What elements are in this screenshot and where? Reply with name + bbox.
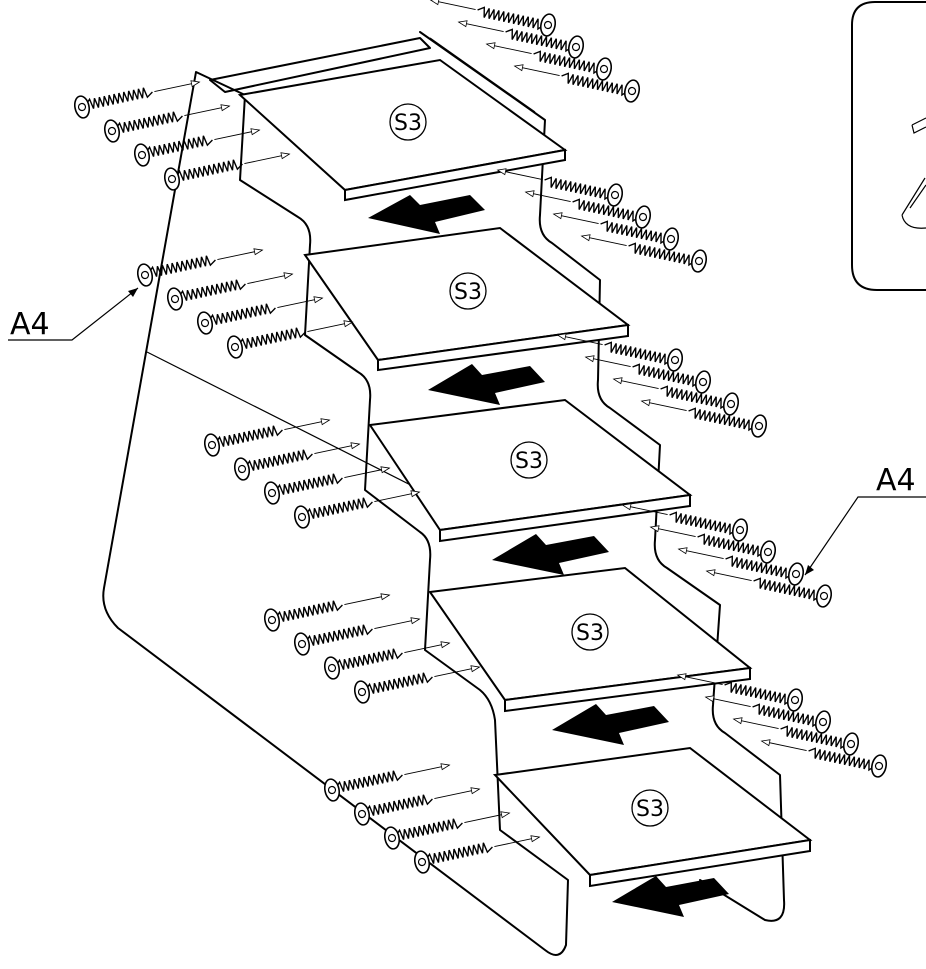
screw-right-18 (704, 695, 832, 734)
screw-right-13 (621, 503, 749, 542)
shelf-label-3: S3 (510, 441, 548, 479)
shelf-label-2: S3 (449, 272, 487, 310)
left-screw-group (73, 80, 541, 874)
screw-left-19 (383, 811, 511, 850)
screw-left-10 (233, 442, 361, 481)
screw-left-12 (293, 490, 421, 529)
callout-a4-right-text: A4 (876, 463, 916, 498)
screw-left-11 (263, 466, 391, 505)
svg-text:S3: S3 (394, 111, 422, 136)
screw-right-9 (556, 333, 684, 372)
left-side-panel (102, 71, 569, 956)
screw-right-15 (677, 547, 805, 586)
callout-a4-left: A4 (8, 287, 139, 342)
shelf-label-1: S3 (389, 103, 427, 141)
screw-right-3 (485, 42, 613, 81)
screw-left-4 (163, 152, 291, 191)
screw-left-14 (293, 617, 421, 656)
screw-right-7 (552, 212, 680, 251)
shelf-label-5: S3 (631, 789, 669, 827)
detail-inset (851, 1, 926, 291)
right-side-panel (419, 31, 786, 922)
shelf-label-4: S3 (571, 613, 609, 651)
screw-left-7 (196, 296, 324, 335)
screw-right-4 (513, 64, 641, 103)
svg-text:S3: S3 (454, 280, 482, 305)
insert-arrow-4 (552, 704, 669, 745)
screw-right-8 (580, 234, 708, 273)
screw-right-5 (496, 168, 624, 207)
detail-bracket-icon (901, 177, 926, 229)
svg-text:S3: S3 (636, 797, 664, 822)
svg-text:S3: S3 (515, 449, 543, 474)
back-rail (209, 37, 431, 93)
screw-right-2 (457, 20, 585, 59)
screw-left-5 (136, 248, 264, 287)
screw-left-1 (73, 80, 201, 119)
screw-left-15 (323, 641, 451, 680)
screw-right-19 (732, 717, 860, 756)
screw-left-2 (103, 104, 231, 143)
callout-a4-right: A4 (804, 463, 926, 576)
screw-right-17 (676, 673, 804, 712)
screw-left-13 (263, 593, 391, 632)
insert-arrow-3 (492, 534, 609, 575)
svg-text:S3: S3 (576, 621, 604, 646)
callout-a4-left-text: A4 (10, 307, 50, 342)
screw-left-9 (203, 418, 331, 457)
screw-left-8 (226, 320, 354, 359)
screw-right-20 (760, 739, 888, 778)
insert-arrow-1 (368, 195, 485, 234)
screw-left-18 (353, 787, 481, 826)
screw-right-12 (640, 399, 768, 438)
detail-screw-icon (911, 117, 926, 134)
screw-left-3 (133, 128, 261, 167)
right-screw-group (429, 0, 888, 778)
screw-right-1 (429, 0, 557, 37)
screw-right-10 (584, 355, 712, 394)
screw-left-17 (323, 763, 451, 802)
screw-right-16 (705, 569, 833, 608)
screw-left-20 (413, 835, 541, 874)
insert-arrow-2 (428, 364, 545, 405)
insert-arrow-5 (612, 876, 729, 917)
screw-right-6 (524, 190, 652, 229)
screw-right-14 (649, 525, 777, 564)
screw-left-16 (353, 665, 481, 704)
screw-left-6 (166, 272, 294, 311)
right-panel-inner (429, 37, 536, 113)
screw-right-11 (612, 377, 740, 416)
